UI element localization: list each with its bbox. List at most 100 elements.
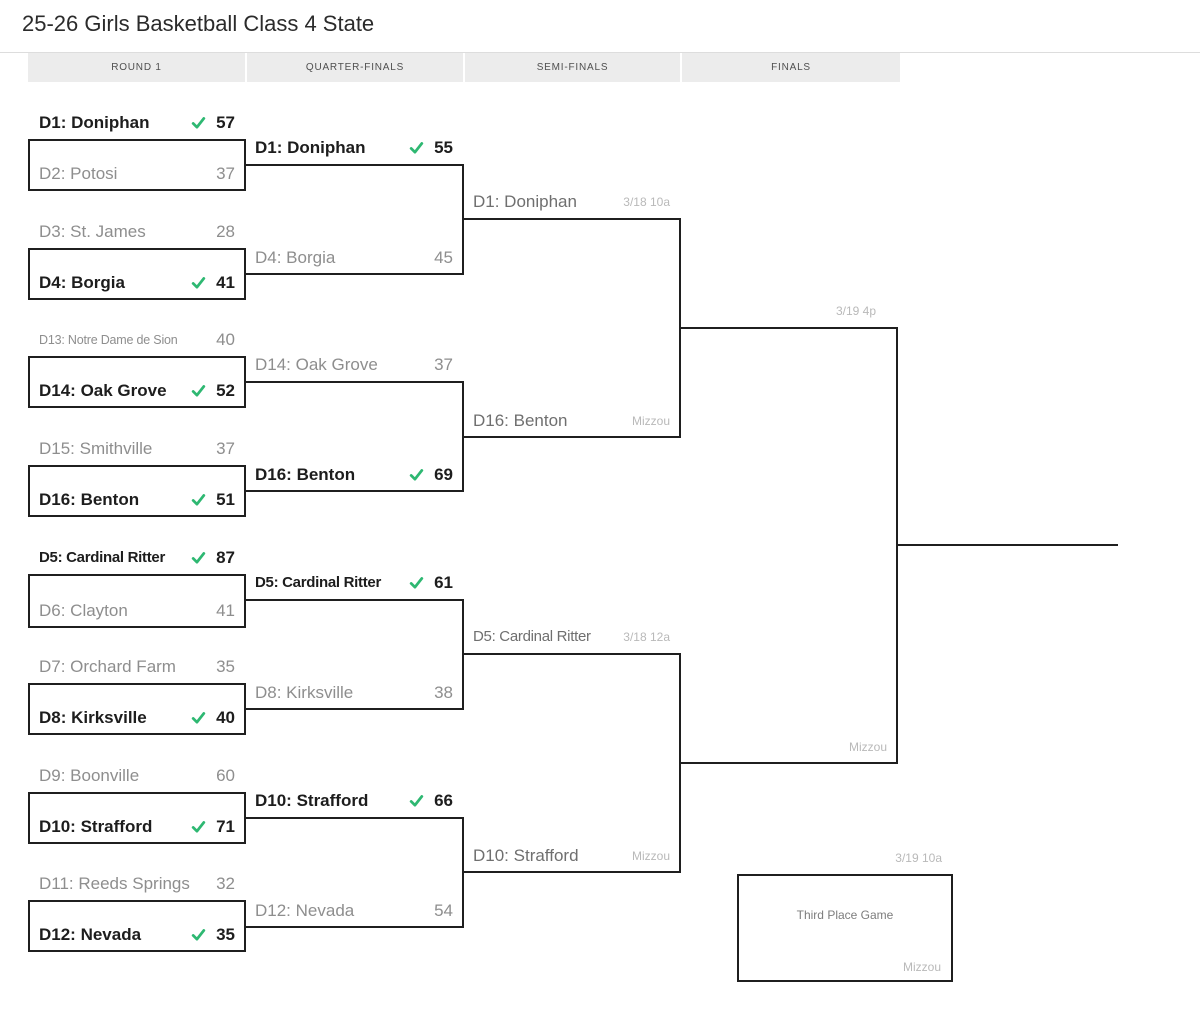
page-title: 25-26 Girls Basketball Class 4 State [22, 11, 375, 36]
team-row[interactable]: Mizzou [681, 737, 896, 757]
team-row: 3/19 10a [739, 848, 951, 868]
team-row[interactable]: D2: Potosi 37 [30, 164, 244, 184]
team-row[interactable]: D11: Reeds Springs 32 [30, 874, 244, 894]
team-row[interactable]: D1: Doniphan 55 [246, 138, 462, 158]
team-name: D14: Oak Grove [39, 381, 167, 400]
match-third-place[interactable]: 3/19 10a Third Place Game Mizzou [737, 851, 953, 982]
team-score: 35 [216, 925, 235, 944]
team-row[interactable]: D1: Doniphan 3/18 10a [464, 192, 679, 212]
team-name: D7: Orchard Farm [39, 657, 176, 676]
team-name: D14: Oak Grove [255, 355, 378, 374]
game-time-label: 3/19 10a [895, 851, 942, 865]
team-name: D5: Cardinal Ritter [473, 628, 591, 645]
third-place-game-label: Third Place Game [796, 908, 894, 922]
team-name: D10: Strafford [255, 791, 369, 810]
check-icon [191, 117, 206, 129]
team-row[interactable]: D8: Kirksville 38 [246, 683, 462, 703]
divider [0, 52, 1200, 53]
check-icon [409, 795, 424, 807]
team-name: D16: Benton [255, 465, 356, 484]
check-icon [409, 577, 424, 589]
game-time-label: 3/18 12a [623, 630, 670, 644]
team-row[interactable]: D10: Strafford Mizzou [464, 846, 679, 866]
team-name: D1: Doniphan [473, 192, 577, 211]
team-row[interactable]: D3: St. James 28 [30, 222, 244, 242]
match-round1-7: D9: Boonville 60 D10: Strafford 71 [28, 766, 246, 844]
team-score: 52 [216, 381, 235, 400]
match-round1-4: D15: Smithville 37 D16: Benton 51 [28, 439, 246, 517]
match-sf-1: D1: Doniphan 3/18 10a D16: Benton Mizzou [464, 192, 681, 438]
team-name: D16: Benton [39, 490, 140, 509]
venue-label: Mizzou [631, 849, 670, 863]
team-score: 61 [434, 573, 453, 592]
team-score: 66 [434, 791, 453, 810]
team-name: D8: Kirksville [39, 708, 147, 727]
match-qf-2: D14: Oak Grove 37 D16: Benton 69 [246, 355, 464, 492]
team-score: 41 [216, 601, 235, 620]
team-name: D1: Doniphan [39, 113, 150, 132]
match-qf-4: D10: Strafford 66 D12: Nevada 54 [246, 791, 464, 928]
game-time-label: 3/18 10a [623, 195, 670, 209]
team-row[interactable]: 3/19 4p [681, 301, 896, 321]
team-score: 87 [216, 548, 235, 567]
match-final: 3/19 4p Mizzou [681, 304, 898, 764]
team-row[interactable]: D9: Boonville 60 [30, 766, 244, 786]
team-row[interactable]: D1: Doniphan 57 [30, 113, 244, 133]
team-row[interactable]: D5: Cardinal Ritter 61 [246, 573, 462, 593]
team-name: D6: Clayton [39, 601, 128, 620]
team-score: 40 [216, 708, 235, 727]
match-qf-1: D1: Doniphan 55 D4: Borgia 45 [246, 138, 464, 275]
team-row[interactable]: D16: Benton 51 [30, 490, 244, 510]
team-row[interactable]: D14: Oak Grove 52 [30, 381, 244, 401]
team-name: D10: Strafford [39, 817, 153, 836]
team-name: D2: Potosi [39, 164, 118, 183]
game-time-label: 3/19 4p [835, 304, 876, 318]
check-icon [191, 821, 206, 833]
team-row[interactable]: D4: Borgia 41 [30, 273, 244, 293]
team-row[interactable]: D6: Clayton 41 [30, 601, 244, 621]
match-qf-3: D5: Cardinal Ritter 61 D8: Kirksville 38 [246, 573, 464, 710]
check-icon [191, 494, 206, 506]
team-score: 40 [216, 330, 235, 349]
team-row[interactable]: D5: Cardinal Ritter 87 [30, 548, 244, 568]
team-row[interactable]: D13: Notre Dame de Sion 40 [30, 330, 244, 350]
team-name: D3: St. James [39, 222, 146, 241]
match-round1-1: D1: Doniphan 57 D2: Potosi 37 [28, 113, 246, 191]
team-row[interactable]: D12: Nevada 35 [30, 925, 244, 945]
team-row[interactable]: D7: Orchard Farm 35 [30, 657, 244, 677]
team-row[interactable]: D10: Strafford 71 [30, 817, 244, 837]
team-row[interactable]: D8: Kirksville 40 [30, 708, 244, 728]
column-header-finals: FINALS [682, 53, 900, 82]
match-sf-2: D5: Cardinal Ritter 3/18 12a D10: Straff… [464, 628, 681, 873]
match-round1-3: D13: Notre Dame de Sion 40 D14: Oak Grov… [28, 330, 246, 408]
team-row[interactable]: D16: Benton 69 [246, 465, 462, 485]
team-score: 37 [216, 439, 235, 458]
team-name: D12: Nevada [255, 901, 355, 920]
check-icon [191, 552, 206, 564]
match-round1-5: D5: Cardinal Ritter 87 D6: Clayton 41 [28, 548, 246, 628]
team-row[interactable]: D14: Oak Grove 37 [246, 355, 462, 375]
team-score: 69 [434, 465, 453, 484]
team-score: 28 [216, 222, 235, 241]
team-row[interactable]: D5: Cardinal Ritter 3/18 12a [464, 627, 679, 647]
team-score: 60 [216, 766, 235, 785]
team-score: 71 [216, 817, 235, 836]
venue-label: Mizzou [631, 414, 670, 428]
team-score: 51 [216, 490, 235, 509]
team-score: 57 [216, 113, 235, 132]
team-name: D5: Cardinal Ritter [255, 574, 381, 591]
column-header-semifinals: SEMI-FINALS [465, 53, 680, 82]
team-row[interactable]: D15: Smithville 37 [30, 439, 244, 459]
team-name: D4: Borgia [39, 273, 125, 292]
column-header-quarterfinals: QUARTER-FINALS [247, 53, 463, 82]
team-row[interactable]: D4: Borgia 45 [246, 248, 462, 268]
team-row[interactable]: D12: Nevada 54 [246, 901, 462, 921]
match-round1-6: D7: Orchard Farm 35 D8: Kirksville 40 [28, 657, 246, 735]
team-name: D4: Borgia [255, 248, 336, 267]
check-icon [409, 469, 424, 481]
match-round1-2: D3: St. James 28 D4: Borgia 41 [28, 222, 246, 300]
venue-label: Mizzou [848, 740, 887, 754]
check-icon [191, 712, 206, 724]
team-row[interactable]: D16: Benton Mizzou [464, 411, 679, 431]
team-row[interactable]: D10: Strafford 66 [246, 791, 462, 811]
